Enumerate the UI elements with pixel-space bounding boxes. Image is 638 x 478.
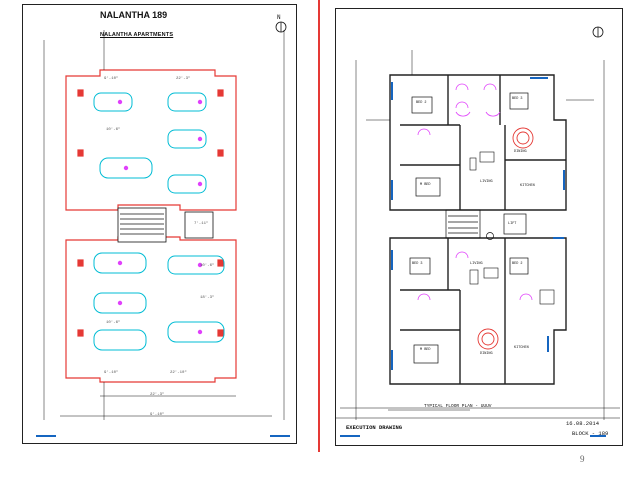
- car: [167, 174, 207, 194]
- room-label: LIVING: [480, 180, 493, 184]
- parking-plan-title: NALANTHA 189: [100, 10, 168, 20]
- column: [77, 149, 84, 157]
- dimension-text: 22'-3": [150, 393, 165, 397]
- lower-parking-outline: [65, 236, 237, 383]
- center-divider: [318, 0, 320, 452]
- dimension-text: 18'-3": [200, 296, 215, 300]
- column: [77, 329, 84, 337]
- north-arrow-left: [275, 21, 287, 33]
- column: [217, 89, 224, 97]
- dimension-text: 10'-6": [106, 321, 121, 325]
- room-label: BED 3: [512, 97, 523, 101]
- column: [77, 89, 84, 97]
- car-labels: [117, 99, 203, 335]
- room-label: LIVING: [470, 262, 483, 266]
- room-label: BED 3: [412, 262, 423, 266]
- room-label: BED 2: [416, 101, 427, 105]
- upper-parking-outline: [65, 69, 237, 211]
- dimension-text: 22'-10": [170, 371, 187, 375]
- stair-core: [117, 207, 214, 243]
- upper-unit-walls: [389, 74, 567, 211]
- room-label: LIFT: [508, 222, 517, 226]
- car: [93, 252, 147, 274]
- room-label: KITCHEN: [514, 346, 529, 350]
- car: [167, 129, 207, 149]
- footer-execution: EXECUTION DRAWING: [346, 424, 403, 431]
- living-furniture: [469, 151, 555, 305]
- dimension-text: 7'-11": [194, 222, 209, 226]
- lower-unit-walls: [389, 237, 567, 385]
- right-dimension-lines: [340, 50, 620, 420]
- dimension-lines: [36, 30, 290, 437]
- room-label: KITCHEN: [520, 184, 535, 188]
- stair-core-right: [445, 209, 527, 240]
- room-label: M BED: [420, 348, 431, 352]
- car: [167, 92, 207, 112]
- dimension-text: 9'-10": [104, 371, 119, 375]
- dimension-text: 9'-10": [150, 413, 165, 417]
- floor-plan-title: NALANTHA APARTMENTS: [100, 32, 174, 38]
- floor-plan: [389, 74, 567, 385]
- dimension-text: 10'-6": [106, 128, 121, 132]
- plan-caption: TYPICAL FLOOR PLAN - UUUV: [424, 404, 492, 409]
- page-number: 9: [580, 454, 585, 464]
- room-label: M BED: [420, 183, 431, 187]
- footer-block: BLOCK - 189: [572, 430, 609, 437]
- room-label: DINING: [514, 150, 527, 154]
- column: [77, 259, 84, 267]
- room-label: BED 2: [512, 262, 523, 266]
- car: [167, 255, 225, 275]
- window-marks: [340, 77, 606, 437]
- car: [93, 92, 133, 112]
- footer-date: 16.08.2014: [566, 420, 600, 427]
- car: [93, 329, 147, 351]
- lift-shaft: [184, 211, 214, 239]
- beds: [409, 92, 529, 364]
- lift-shaft-right: [503, 213, 527, 235]
- north-arrow-right: [592, 26, 604, 38]
- car: [99, 157, 153, 179]
- parking-layout: [65, 69, 237, 383]
- column: [217, 149, 224, 157]
- parking-cars: [93, 92, 225, 351]
- north-label: N: [277, 14, 281, 21]
- bathroom-fixtures: [417, 83, 533, 301]
- car: [93, 292, 147, 314]
- dimension-text: 9'-10": [104, 77, 119, 81]
- column: [217, 329, 224, 337]
- dining-tables: [477, 127, 534, 350]
- dimension-text: 22'-3": [176, 77, 191, 81]
- dimension-text: 10'-6": [200, 264, 215, 268]
- room-label: DINING: [480, 352, 493, 356]
- car: [167, 321, 225, 343]
- column: [217, 259, 224, 267]
- floor-plan-sheet: [335, 8, 623, 446]
